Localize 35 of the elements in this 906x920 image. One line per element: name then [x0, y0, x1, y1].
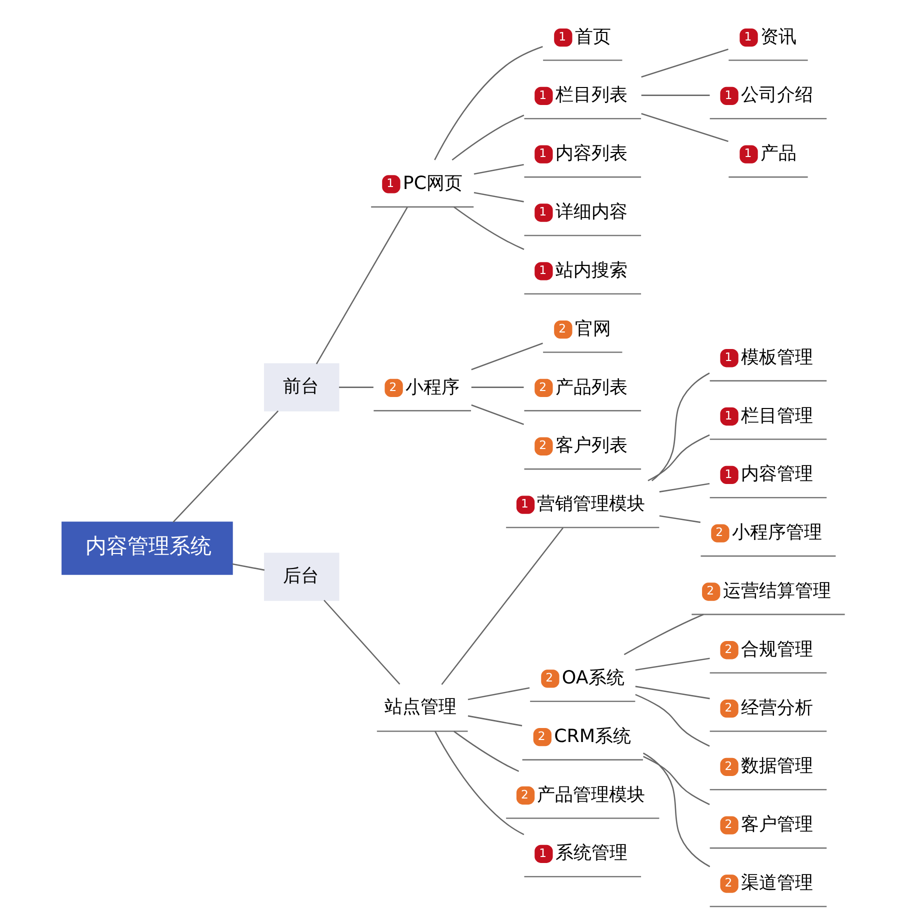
- node-text: 站点管理: [384, 696, 456, 718]
- connector: [453, 730, 519, 772]
- connector: [172, 410, 278, 522]
- connector: [232, 563, 264, 571]
- connector: [434, 46, 542, 160]
- connector: [658, 515, 700, 523]
- connector: [642, 756, 710, 806]
- connector: [640, 94, 710, 96]
- connector: [473, 192, 524, 202]
- connector: [634, 694, 710, 747]
- connector: [470, 404, 524, 425]
- connector: [467, 715, 522, 726]
- connector: [434, 731, 524, 836]
- connector: [658, 483, 710, 492]
- connector: [451, 114, 524, 161]
- connector: [315, 206, 408, 364]
- connector: [640, 48, 728, 78]
- connector: [338, 386, 373, 388]
- node-box: 内容管理系统: [61, 522, 232, 575]
- node-box: 前台: [264, 363, 339, 412]
- connector: [642, 752, 710, 868]
- connector: [647, 434, 710, 482]
- connector: [623, 614, 704, 656]
- connector: [467, 687, 530, 700]
- connector: [440, 527, 563, 685]
- connector: [651, 372, 710, 482]
- connector: [640, 113, 728, 142]
- connector: [470, 386, 524, 388]
- node-box: 后台: [264, 552, 339, 601]
- connector: [453, 206, 524, 250]
- connector: [473, 164, 524, 175]
- connector: [323, 600, 400, 685]
- connector: [634, 658, 710, 671]
- connector: [634, 686, 710, 700]
- connector: [470, 342, 542, 370]
